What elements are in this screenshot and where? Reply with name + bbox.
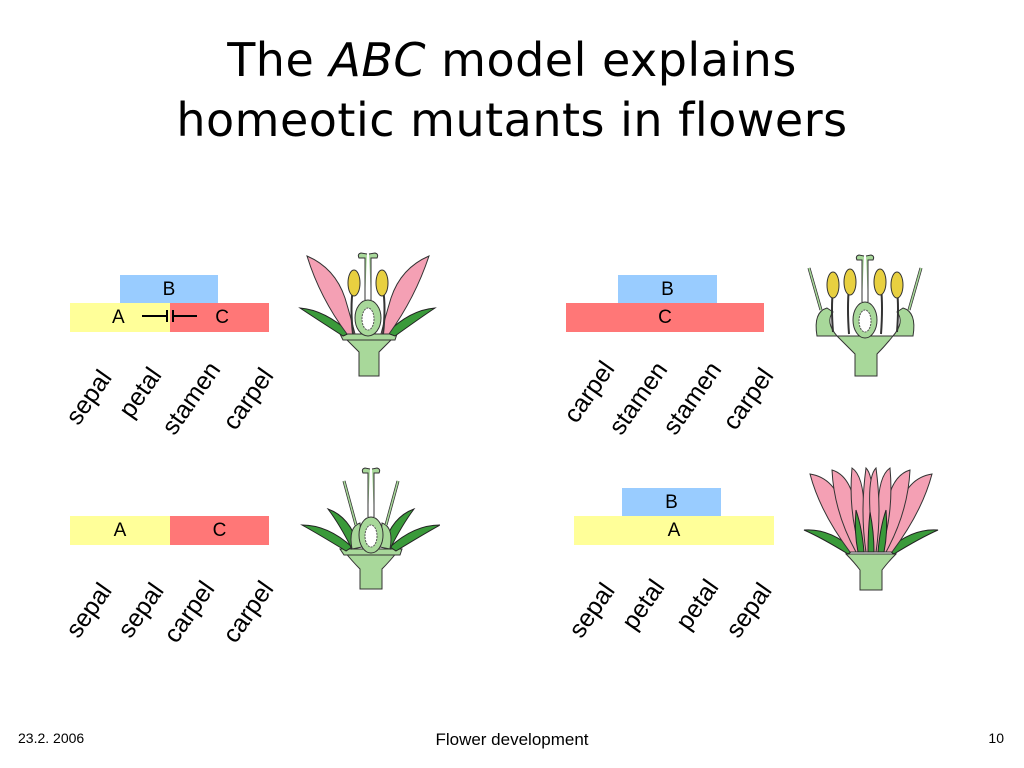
gene-bar-a: A — [70, 516, 170, 545]
organ-label: sepal — [60, 577, 118, 643]
b-mutant-flower-illustration — [300, 467, 440, 590]
c-mutant-flower-illustration — [803, 466, 939, 591]
page-number: 10 — [988, 730, 1004, 746]
organ-label: carpel — [717, 363, 780, 435]
gene-bar-a: A — [70, 303, 170, 332]
gene-bar-b: B — [120, 275, 218, 304]
title-line-2: homeotic mutants in flowers — [176, 93, 848, 147]
organ-label: petal — [616, 574, 671, 635]
title-abc-italic: ABC — [329, 33, 427, 87]
gene-bar-c: C — [566, 303, 764, 332]
wild-type-flower-illustration — [298, 252, 437, 377]
title-line-1: The ABC model explains — [227, 33, 797, 87]
gene-bar-c: C — [170, 516, 269, 545]
footer-title: Flower development — [435, 730, 589, 749]
gene-bar-b: B — [622, 488, 721, 517]
gene-bar-b: B — [618, 275, 717, 304]
organ-label: carpel — [217, 576, 280, 648]
organ-label: carpel — [217, 363, 280, 435]
organ-label: carpel — [158, 576, 221, 648]
slide-title: The ABC model explains homeotic mutants … — [0, 30, 1024, 150]
gene-bar-c: C — [170, 303, 269, 332]
gene-bar-a: A — [574, 516, 774, 545]
organ-label: sepal — [720, 577, 778, 643]
footer-date: 23.2. 2006 — [18, 730, 85, 746]
mutual-inhibition-icon — [142, 310, 197, 322]
organ-label: petal — [670, 574, 725, 635]
a-mutant-flower-illustration — [807, 254, 923, 377]
organ-label: sepal — [60, 364, 118, 430]
organ-label: stamen — [156, 356, 227, 440]
organ-label: petal — [113, 362, 168, 423]
organ-label: sepal — [563, 577, 621, 643]
